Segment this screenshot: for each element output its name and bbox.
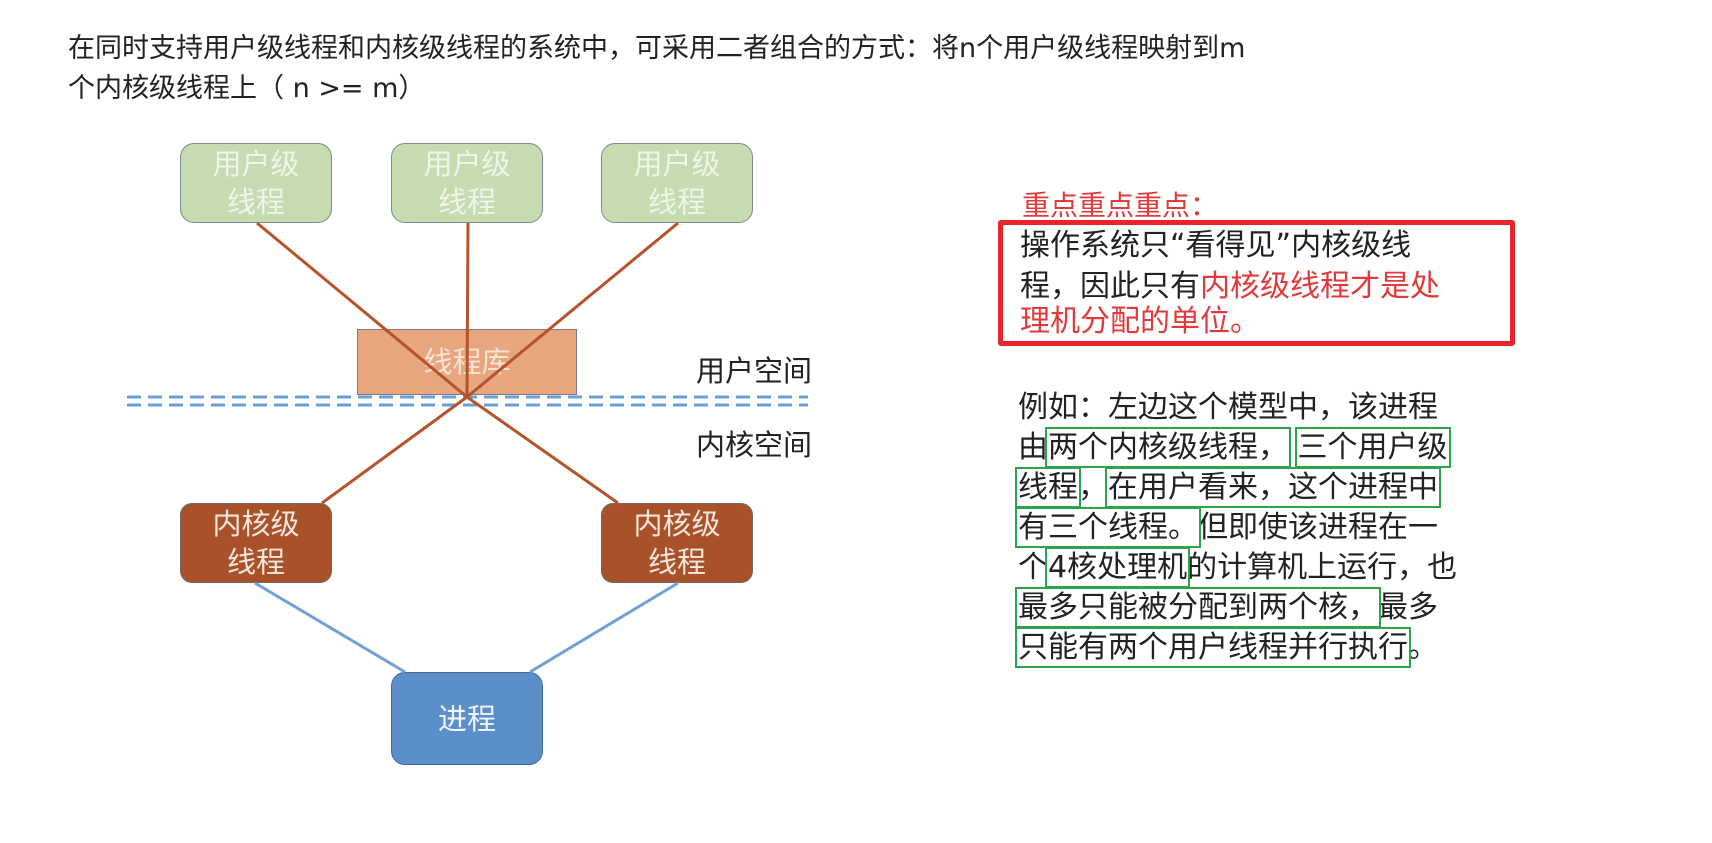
highlight-4-core: 4核处理机 xyxy=(1044,547,1191,588)
key-point-line-2: 程，因此只有内核级线程才是处 xyxy=(1020,267,1440,307)
text: 最多 xyxy=(1378,590,1438,625)
key-point-highlight: 内核级线程才是处 xyxy=(1200,269,1440,304)
text: 但即使该进程在一 xyxy=(1198,510,1438,545)
text: 。 xyxy=(1408,630,1438,665)
highlight-parallel: 只能有两个用户线程并行执行 xyxy=(1015,627,1411,668)
example-line-4: 有三个线程。但即使该进程在一 xyxy=(1015,507,1438,548)
kernel-thread-box-1: 内核级 线程 xyxy=(180,503,332,583)
highlight-three-threads: 有三个线程。 xyxy=(1015,507,1201,548)
highlight-two-kernel-threads: 两个内核级线程， xyxy=(1045,427,1291,468)
user-thread-box-3: 用户级 线程 xyxy=(601,143,753,223)
example-line-2: 由两个内核级线程， 三个用户级 xyxy=(1018,427,1451,468)
example-line-3: 线程，在用户看来，这个进程中 xyxy=(1015,467,1441,508)
highlight-three-user-threads: 三个用户级 xyxy=(1294,427,1451,468)
example-line-5: 个4核处理机的计算机上运行，也 xyxy=(1018,547,1458,588)
kernel-thread-box-2: 内核级 线程 xyxy=(601,503,753,583)
user-thread-box-1: 用户级 线程 xyxy=(180,143,332,223)
example-line-6: 最多只能被分配到两个核，最多 xyxy=(1015,587,1438,628)
kernel-space-label: 内核空间 xyxy=(696,428,813,462)
text xyxy=(1288,430,1298,465)
key-point-line-3: 理机分配的单位。 xyxy=(1020,304,1260,339)
text: 个 xyxy=(1018,550,1048,585)
example-line-7: 只能有两个用户线程并行执行。 xyxy=(1015,627,1438,668)
text: 的计算机上运行，也 xyxy=(1187,550,1458,585)
key-point-box xyxy=(998,220,1515,346)
highlight-user-view: 在用户看来，这个进程中 xyxy=(1105,467,1441,508)
example-line-1: 例如：左边这个模型中，该进程 xyxy=(1018,390,1438,425)
key-point-title: 重点重点重点： xyxy=(1022,189,1219,222)
user-space-label: 用户空间 xyxy=(696,354,813,388)
thread-library-box: 线程库 xyxy=(357,329,577,395)
highlight-threads: 线程 xyxy=(1015,467,1081,508)
intro-line-2: 个内核级线程上（ n >= m） xyxy=(68,73,426,104)
intro-line-1: 在同时支持用户级线程和内核级线程的系统中，可采用二者组合的方式：将n个用户级线程… xyxy=(68,33,1246,64)
key-point-line-1: 操作系统只“看得见”内核级线 xyxy=(1020,228,1412,263)
text: ， xyxy=(1078,470,1108,505)
highlight-two-cores: 最多只能被分配到两个核， xyxy=(1015,587,1381,628)
process-box: 进程 xyxy=(391,672,543,765)
user-thread-box-2: 用户级 线程 xyxy=(391,143,543,223)
text: 由 xyxy=(1018,430,1048,465)
key-point-text: 程，因此只有 xyxy=(1020,269,1200,304)
